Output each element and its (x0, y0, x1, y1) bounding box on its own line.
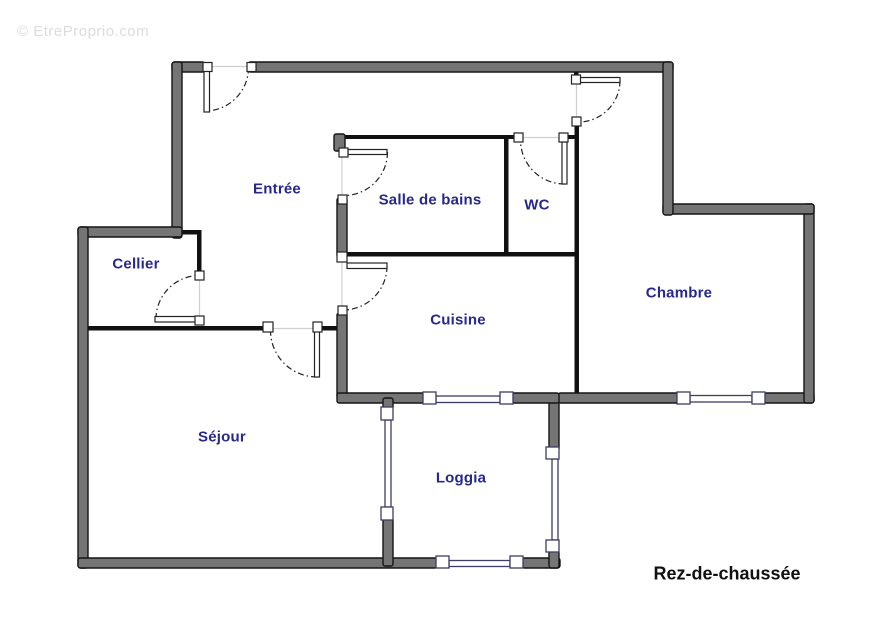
window-kitchen (422, 391, 514, 405)
wall-top-main (247, 61, 674, 73)
wall-bathroom-top (342, 135, 515, 139)
door-corridor (570, 74, 621, 127)
wall-kitchen-bedroom (574, 126, 579, 395)
room-label-loggia: Loggia (435, 469, 487, 487)
room-label-wc: WC (524, 196, 550, 214)
window-loggia-right (545, 446, 560, 553)
wall-bedroom-right (803, 203, 815, 404)
door-kitchen (336, 251, 388, 316)
door-bathroom (337, 147, 389, 205)
wall-cellar-top-stub (178, 230, 201, 235)
windows (380, 391, 766, 569)
wall-kitchen-bottom-right (510, 392, 560, 404)
doors (154, 61, 621, 378)
room-label-cellier: Cellier (112, 255, 160, 273)
room-label-chambre: Chambre (645, 284, 713, 302)
window-loggia-left (380, 406, 394, 521)
wall-left-upper (171, 61, 183, 239)
wall-loggia-right-lower (548, 550, 560, 569)
window-bedroom (676, 391, 766, 405)
wall-wc-top-stub (568, 135, 578, 139)
door-living-room (262, 321, 323, 378)
room-label-cuisine: Cuisine (430, 311, 486, 329)
wall-livingroom-top-stub (321, 326, 342, 331)
wall-left-outer (77, 226, 89, 569)
door-front (202, 61, 257, 113)
wall-bathroom-wc-partition (504, 135, 509, 256)
wall-right-upper (662, 61, 674, 216)
door-wc (513, 132, 569, 185)
door-cellar (154, 270, 205, 326)
room-label-entree: Entrée (253, 180, 301, 198)
wall-kitchen-bottom-left (336, 392, 427, 404)
window-loggia-bottom (435, 555, 524, 569)
room-label-salle-de-bains: Salle de bains (378, 191, 482, 209)
wall-kitchen-top (342, 252, 578, 257)
floor-label: Rez-de-chaussée (653, 563, 801, 584)
wall-livingroom-top (83, 326, 264, 331)
wall-bathroom-left-lower (336, 197, 348, 258)
room-label-sejour: Séjour (198, 428, 246, 446)
wall-loggia-left-lower (382, 517, 394, 567)
watermark: © EtreProprio.com (17, 23, 150, 40)
wall-bedroom-bottom-left (557, 392, 680, 404)
wall-cellar-right (197, 230, 202, 273)
door-thresholds (198, 65, 578, 330)
wall-cellar-top-exterior (77, 226, 183, 238)
wall-kitchen-left (336, 312, 348, 399)
wall-bedroom-top (662, 203, 815, 215)
